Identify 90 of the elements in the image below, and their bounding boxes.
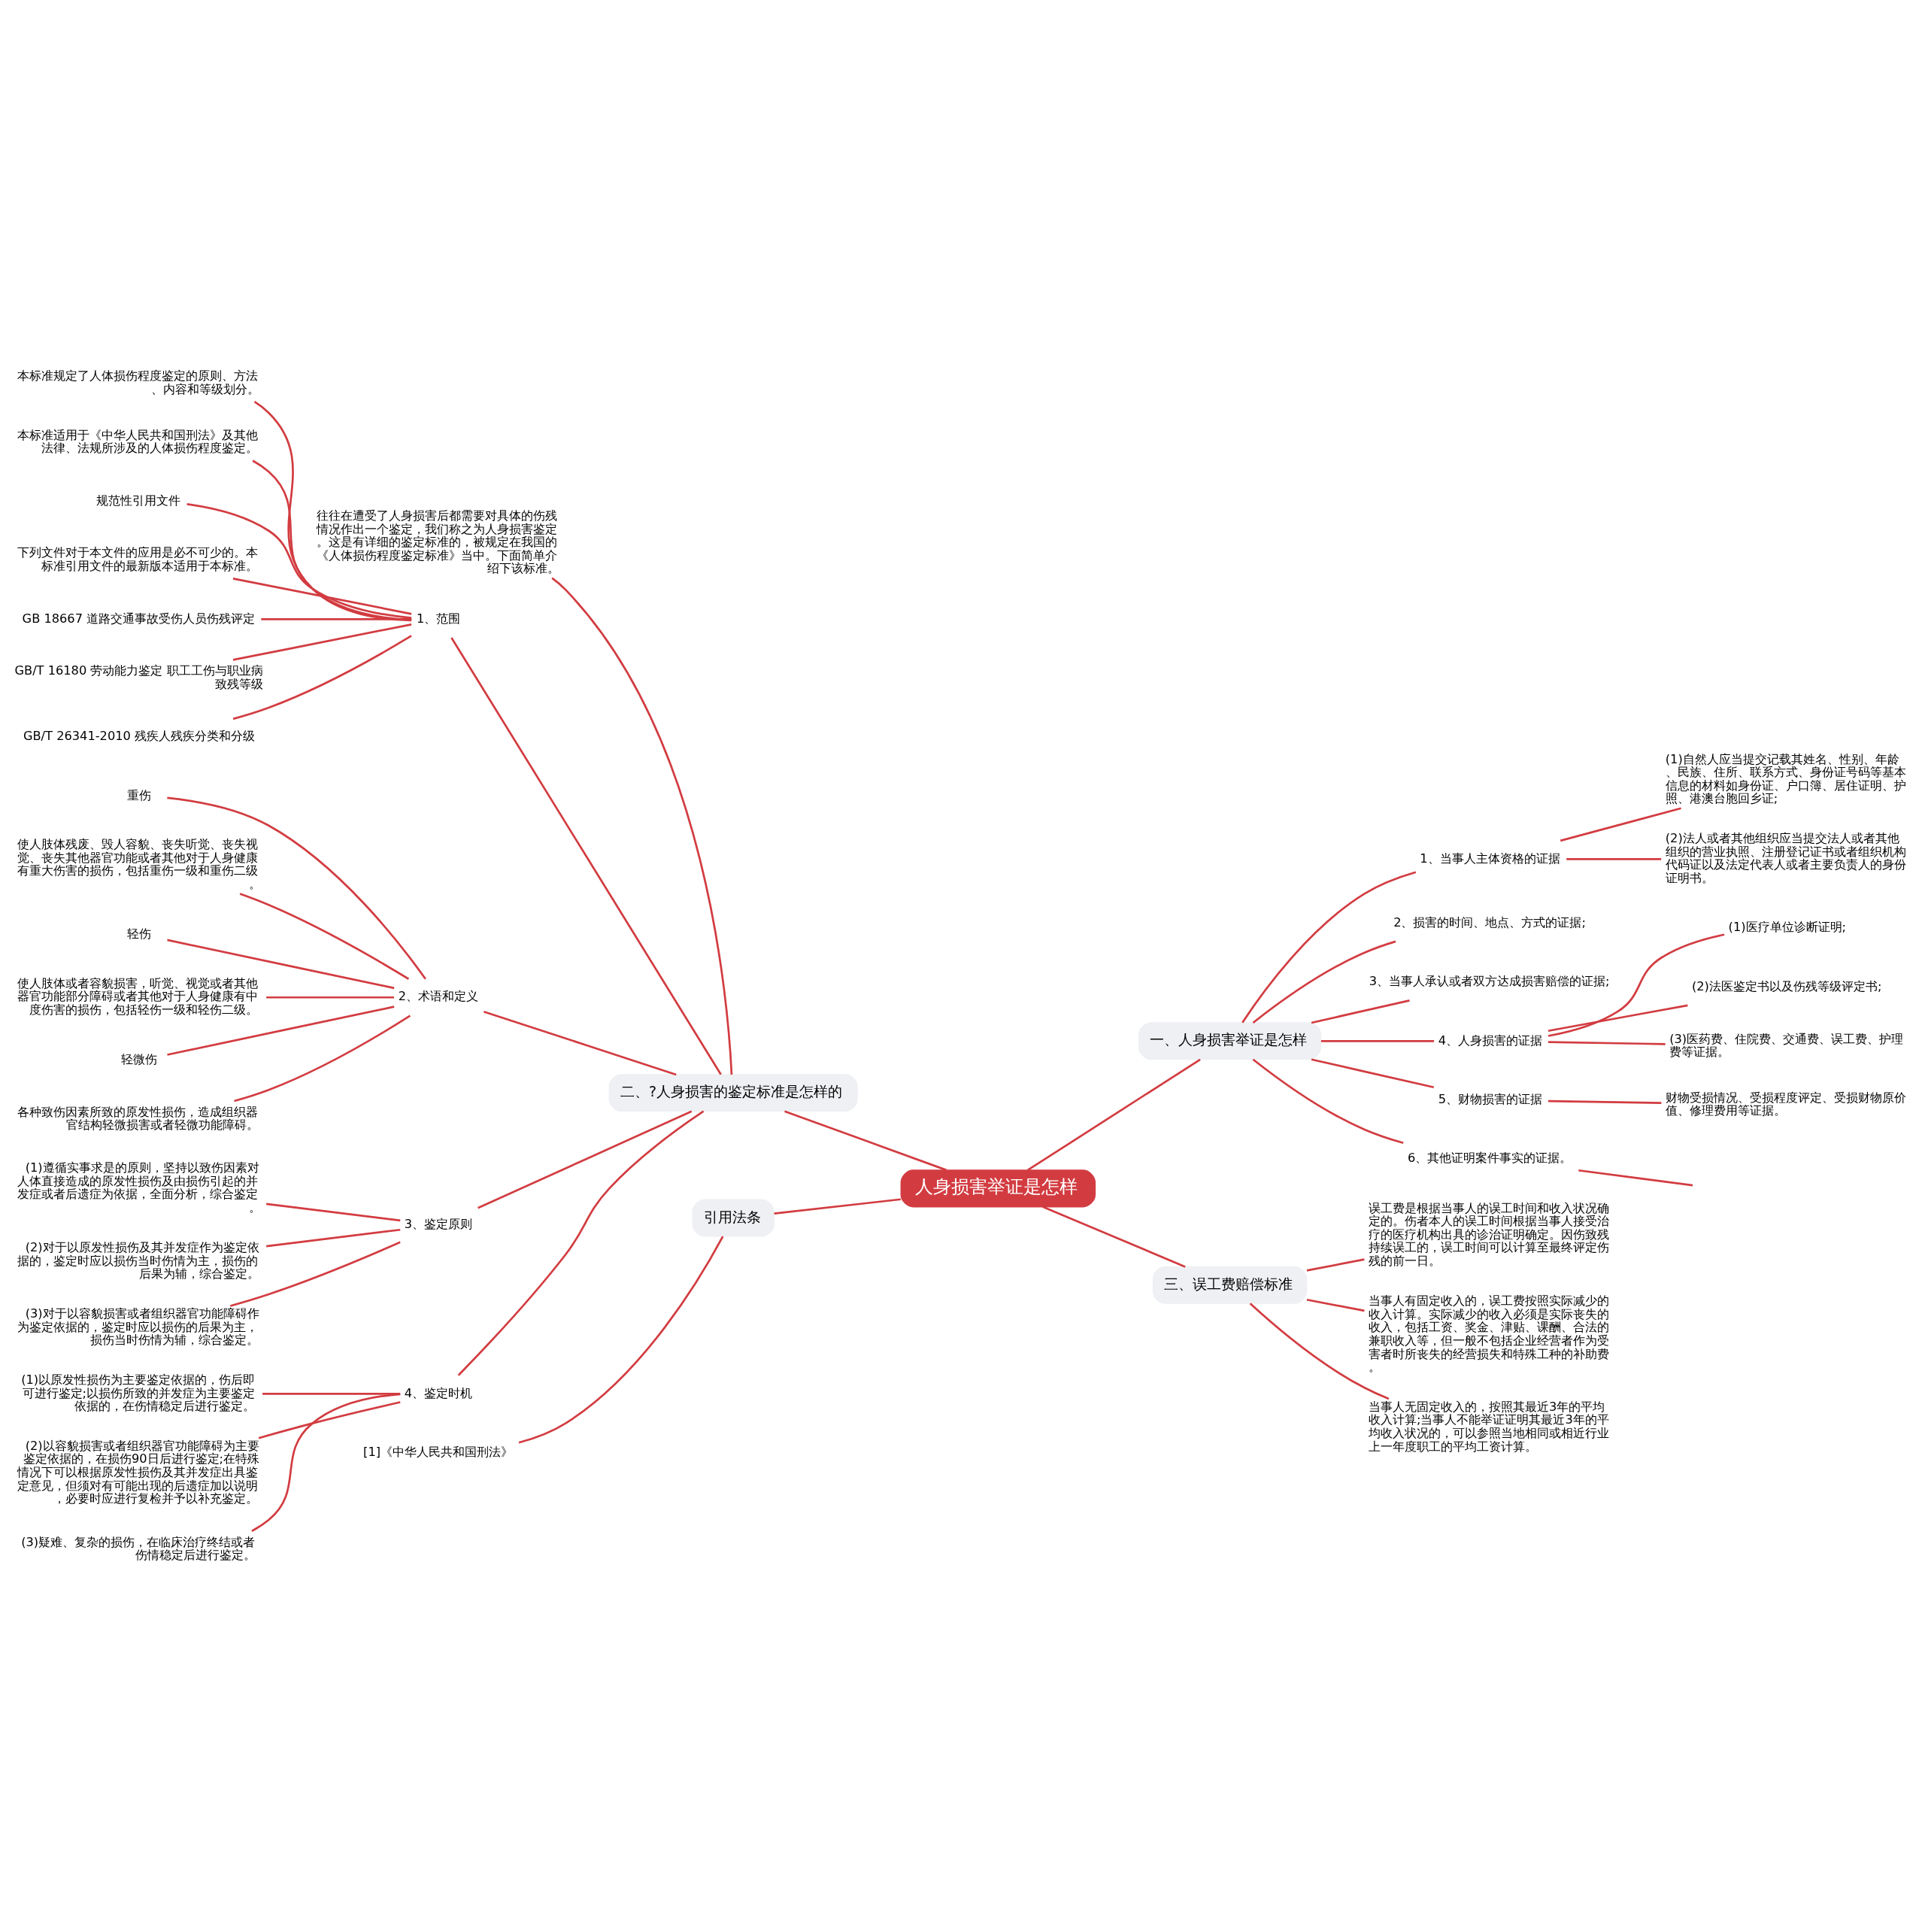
connector <box>784 1109 947 1171</box>
node-text: GB/T 26341-2010 残疾人残疾分类和分级 <box>23 728 256 743</box>
connector <box>262 1392 401 1395</box>
node-text: 轻伤 <box>126 926 151 941</box>
node-text: 本标准适用于《中华人民共和国刑法》及其他法律、法规所涉及的人体损伤程度鉴定。 <box>17 427 259 455</box>
node-text: 4、鉴定时机 <box>404 1385 473 1400</box>
node-text: 当事人有固定收入的，误工费按照实际减少的收入计算。实际减少的收入必须是实际丧失的收入，包括工资、奖金、津贴、课酬、合法的兼职收入等，但一般不包括企业经营者作为受害者时所丧失的经营损失和特殊工种的补助费。 <box>1369 1293 1610 1374</box>
node-text: 4、人身损害的证据 <box>1438 1033 1542 1048</box>
connector <box>266 1228 401 1247</box>
connector <box>1548 1040 1666 1045</box>
node-box: 人身损害举证是怎样 <box>900 1169 1096 1207</box>
node-text: (1)以原发性损伤为主要鉴定依据的，伤后即可进行鉴定;以损伤所致的并发症为主要鉴定依据的，在伤情稳定后进行鉴定。 <box>21 1372 256 1413</box>
connector <box>1548 1099 1662 1104</box>
connector <box>229 1241 401 1307</box>
node-text: 往往在遭受了人身损害后都需要对具体的伤残情况作出一个鉴定，我们称之为人身损害鉴定。这是有详细的鉴定标准的，被规定在我国的《人体损伤程度鉴定标准》当中。下面简单介绍下该标准。 <box>316 508 560 575</box>
connector <box>457 1110 705 1376</box>
node-text: 3、鉴定原则 <box>404 1216 473 1231</box>
node-text: 5、财物损害的证据 <box>1438 1091 1542 1106</box>
connector <box>251 1393 401 1532</box>
node-text: 6、其他证明案件事实的证据。 <box>1408 1150 1572 1165</box>
connector <box>232 634 412 720</box>
node-text: 当事人无固定收入的，按照其最近3年的平均收入计算;当事人不能举证证明其最近3年的平均收入状况的，可以参照当地相同或相近行业上一年度职工的平均工资计算。 <box>1369 1399 1610 1454</box>
connector <box>239 892 410 980</box>
node-text: 重伤 <box>126 787 151 802</box>
connector <box>232 577 412 615</box>
connector <box>167 939 395 989</box>
node-text: 3、当事人承认或者双方达成损害赔偿的证据; <box>1369 973 1610 988</box>
connector <box>186 502 412 619</box>
connector <box>450 636 722 1075</box>
connector <box>1566 857 1662 860</box>
node-text: 财物受损情况、受损程度评定、受损财物原价值、修理费用等证据。 <box>1665 1090 1906 1118</box>
connector <box>1042 1206 1186 1268</box>
node-text: (2)法医鉴定书以及伤残等级评定书; <box>1691 978 1882 993</box>
connector <box>232 623 412 661</box>
connector <box>551 577 733 1075</box>
connector <box>266 996 394 999</box>
connector <box>1252 1058 1404 1144</box>
connector <box>518 1236 724 1444</box>
connector <box>477 1110 693 1209</box>
connector <box>1578 1169 1693 1186</box>
node-text: 2、损害的时间、地点、方式的证据; <box>1393 914 1586 930</box>
connector <box>1311 1057 1434 1088</box>
node-text: (3)医药费、住院费、交通费、误工费、护理费等证据。 <box>1669 1031 1904 1059</box>
node-text: 本标准规定了人体损伤程度鉴定的原则、方法、内容和等级划分。 <box>17 368 260 396</box>
connector <box>258 1400 401 1439</box>
node-text: (2)以容貌损害或者组织器官功能障碍为主要鉴定依据的，在损伤90日后进行鉴定;在特殊情况下可以根据原发性损伤及其并发症出具鉴定意见，但须对有可能出现的后遗症加以说明，必要时应进行复检并予以补充鉴定。 <box>17 1438 260 1506</box>
node-text: 2、术语和定义 <box>398 988 479 1003</box>
node-text: 1、当事人主体资格的证据 <box>1420 851 1560 866</box>
node-text: (1)自然人应当提交记载其姓名、性别、年龄、民族、住所、联系方式、身份证号码等基本信息的材料如身份证、户口簿、居住证明、护照、港澳台胞回乡证; <box>1665 751 1906 805</box>
node-text: 使人肢体残废、毁人容貌、丧失听觉、丧失视觉、丧失其他器官功能或者其他对于人身健康有重大伤害的损伤，包括重伤一级和重伤二级。 <box>17 836 262 891</box>
connector <box>1560 807 1681 842</box>
node-text: (1)医疗单位诊断证明; <box>1728 920 1847 934</box>
node-text: 1、范围 <box>417 611 461 626</box>
connector <box>1306 1298 1365 1312</box>
connector <box>234 1015 411 1102</box>
connector <box>261 617 412 620</box>
connector <box>1306 1257 1365 1272</box>
connector <box>252 459 412 620</box>
connector <box>1249 1302 1390 1400</box>
node-box: 一、人身损害举证是怎样 <box>1138 1021 1322 1060</box>
connector <box>774 1197 901 1215</box>
connector <box>1311 999 1410 1024</box>
node-text: (3)疑难、复杂的损伤，在临床治疗终结或者伤情稳定后进行鉴定。 <box>21 1534 256 1562</box>
node-text: 使人肢体或者容貌损害，听觉、视觉或者其他器官功能部分障碍或者其他对于人身健康有中度伤害的损伤，包括轻伤一级和轻伤二级。 <box>17 975 259 1017</box>
connector <box>167 796 426 980</box>
node-text: GB/T 16180 劳动能力鉴定 职工工伤与职业病致残等级 <box>14 663 263 691</box>
node-text: (1)遵循实事求是的原则，坚持以致伤因素对人体直接造成的原发性损伤及由损伤引起的并发症或者后遗症为依据，全面分析，综合鉴定。 <box>17 1160 262 1215</box>
node-box: 引用法条 <box>692 1199 775 1237</box>
connector <box>253 400 412 621</box>
node-text: (2)法人或者其他组织应当提交法人或者其他组织的营业执照、注册登记证书或者组织机构代码证以及法定代表人或者主要负责人的身份证明书。 <box>1665 830 1906 885</box>
connector <box>1027 1058 1201 1171</box>
node-text: [1]《中华人民共和国刑法》 <box>363 1444 514 1459</box>
connector <box>483 1010 677 1075</box>
connector <box>1548 1004 1688 1032</box>
node-text: (3)对于以容貌损害或者组织器官功能障碍作为鉴定依据的，鉴定时应以损伤的后果为主，损伤当时伤情为辅，综合鉴定。 <box>17 1306 259 1347</box>
connector <box>1252 940 1396 1024</box>
node-text: 各种致伤因素所致的原发性损伤，造成组织器官结构轻微损害或者轻微功能障碍。 <box>17 1104 259 1132</box>
node-text: GB 18667 道路交通事故受伤人员伤残评定 <box>22 611 256 626</box>
node-text: 误工费是根据当事人的误工时间和收入状况确定的。伤者本人的误工时间根据当事人接受治疗的医疗机构出具的诊治证明确定。因伤致残持续误工的，误工时间可以计算至最终评定伤残的前一日。 <box>1369 1200 1610 1268</box>
node-box: 二、?人身损害的鉴定标准是怎样的 <box>608 1073 858 1112</box>
connector <box>1320 1039 1435 1042</box>
connector <box>1548 933 1725 1037</box>
connector <box>266 1203 401 1221</box>
node-text: 轻微伤 <box>120 1051 157 1066</box>
connector <box>167 1005 395 1056</box>
node-text: 下列文件对于本文件的应用是必不可少的。本标准引用文件的最新版本适用于本标准。 <box>17 544 259 573</box>
node-text: 规范性引用文件 <box>96 493 181 508</box>
connector <box>1241 870 1417 1024</box>
node-box: 三、误工费赔偿标准 <box>1152 1266 1308 1304</box>
node-text: (2)对于以原发性损伤及其并发症作为鉴定依据的，鉴定时应以损伤当时伤情为主，损伤的后果为辅，综合鉴定。 <box>17 1239 260 1281</box>
